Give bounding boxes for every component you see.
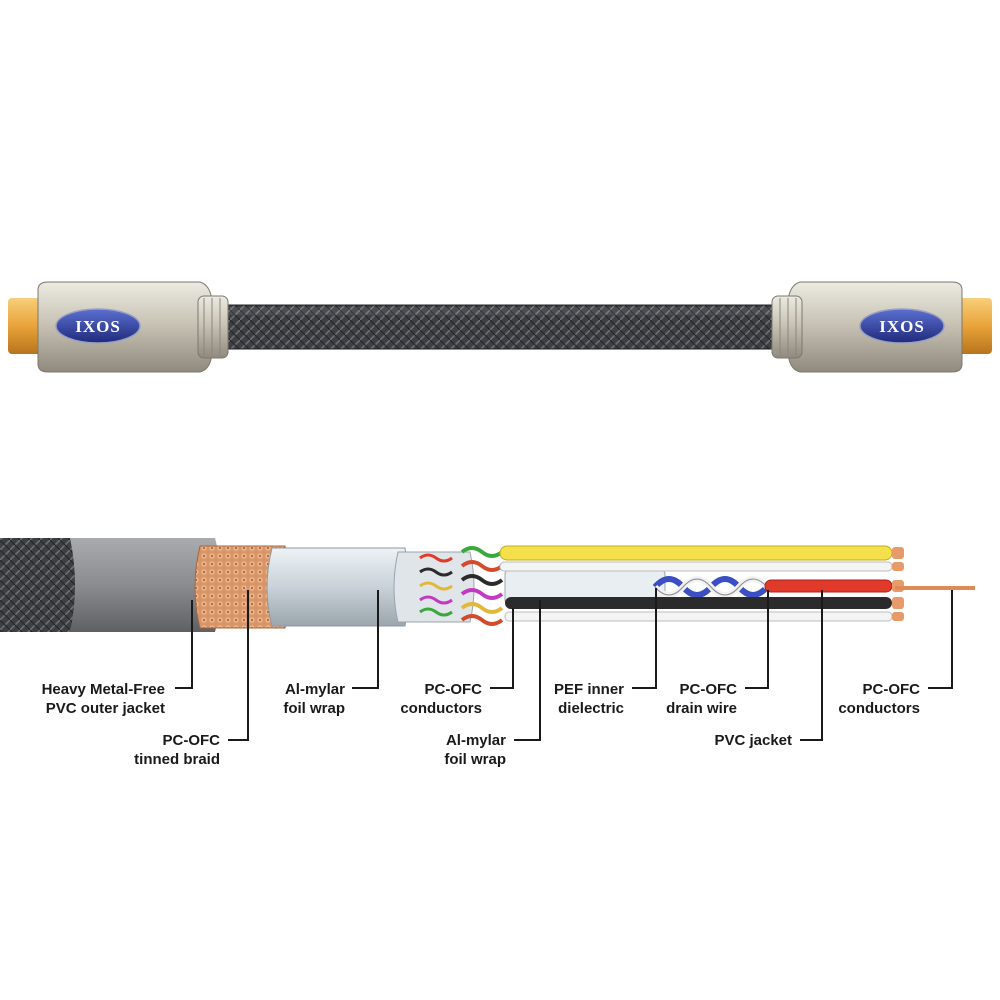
label-conductors-inner-line1: PC-OFC bbox=[425, 681, 483, 698]
drain-twist bbox=[652, 576, 770, 598]
conductor-ends bbox=[460, 546, 504, 626]
right-connector: IXOS bbox=[771, 281, 992, 373]
label-conductors-outer-line2: conductors bbox=[838, 700, 920, 717]
assembled-cable: IXOS IXOS bbox=[8, 281, 992, 373]
wire-yellow bbox=[499, 545, 893, 561]
label-outer-jacket-line2: PVC outer jacket bbox=[46, 700, 165, 717]
outer-braid-section bbox=[0, 538, 75, 632]
outer-foil-layer bbox=[266, 547, 409, 627]
label-pvc-jacket: PVC jacket bbox=[714, 732, 792, 749]
left-logo-text: IXOS bbox=[75, 317, 121, 336]
label-conductors-outer-line1: PC-OFC bbox=[863, 681, 921, 698]
label-foil-wrap-inner-line2: foil wrap bbox=[444, 751, 506, 768]
wire-red bbox=[764, 579, 893, 593]
label-foil-wrap-outer-line2: foil wrap bbox=[283, 700, 345, 717]
label-drain-wire-line1: PC-OFC bbox=[680, 681, 738, 698]
leader-lines bbox=[175, 588, 953, 741]
cable-cutaway bbox=[0, 538, 975, 632]
cable-body bbox=[228, 305, 773, 349]
wire-white-bottom bbox=[504, 611, 893, 622]
label-outer-jacket-line1: Heavy Metal-Free bbox=[42, 681, 165, 698]
label-drain-wire-line2: drain wire bbox=[666, 700, 737, 717]
label-tinned-braid-line1: PC-OFC bbox=[163, 732, 221, 749]
inner-pairs-bundle bbox=[393, 551, 475, 623]
label-foil-wrap-inner-line1: Al-mylar bbox=[446, 732, 506, 749]
labels: Heavy Metal-Free PVC outer jacket PC-OFC… bbox=[42, 681, 921, 768]
outer-jacket-layer bbox=[70, 538, 222, 632]
label-tinned-braid-line2: tinned braid bbox=[134, 751, 220, 768]
right-logo-badge: IXOS bbox=[859, 308, 945, 344]
wire-black bbox=[505, 597, 892, 609]
left-logo-badge: IXOS bbox=[55, 308, 141, 344]
label-conductors-inner-line2: conductors bbox=[400, 700, 482, 717]
label-foil-wrap-outer-line1: Al-mylar bbox=[285, 681, 345, 698]
label-dielectric-line1: PEF inner bbox=[554, 681, 624, 698]
label-dielectric-line2: dielectric bbox=[558, 700, 624, 717]
right-logo-text: IXOS bbox=[879, 317, 925, 336]
long-wires bbox=[499, 545, 975, 622]
wire-white-top bbox=[499, 561, 893, 572]
left-connector: IXOS bbox=[8, 281, 229, 373]
